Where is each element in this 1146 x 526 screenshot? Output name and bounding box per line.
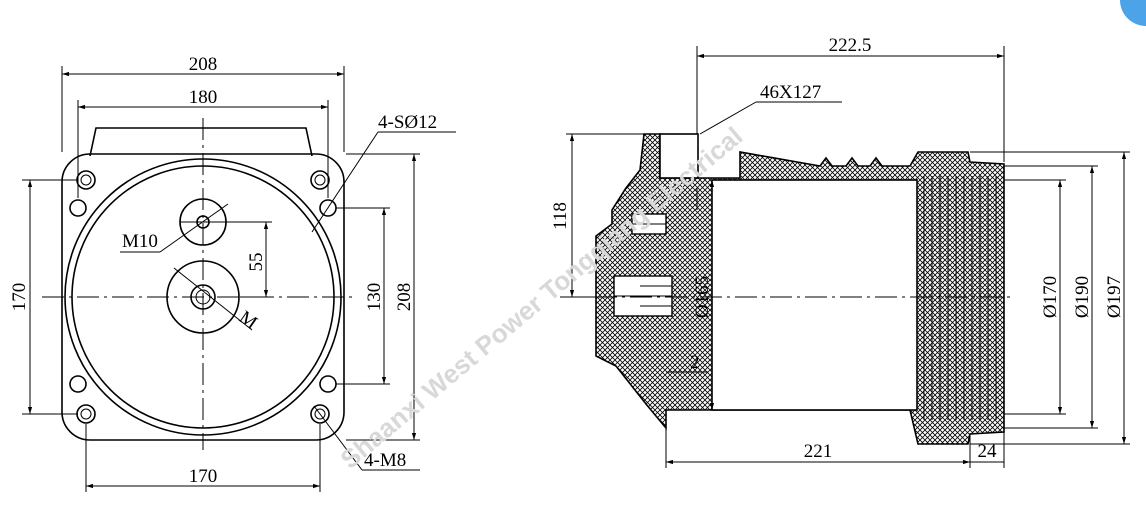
label-small-thread: M10 [122, 231, 158, 252]
front-view: 208 180 170 170 55 130 208 4-SØ12 [9, 54, 456, 492]
corner-badge [1120, 0, 1146, 26]
label-corner-holes: 4-SØ12 [378, 112, 437, 133]
dim-thread-len: 24 [978, 441, 998, 462]
label-gap: 2 [690, 352, 700, 373]
dim-length-top: 222.5 [829, 35, 872, 56]
dim-dia-3: Ø197 [1104, 276, 1125, 318]
dim-height-inner: 130 [364, 283, 385, 312]
dim-offset: 55 [246, 253, 267, 272]
thread-ribs [923, 176, 997, 420]
dim-height-outer: 208 [394, 283, 415, 312]
dim-width-outer: 208 [189, 54, 218, 75]
dim-bottom-width: 170 [189, 466, 218, 487]
top-tab [89, 127, 313, 157]
metal-inserts [613, 213, 673, 317]
dim-height-left: 118 [550, 202, 571, 230]
label-window: 46X127 [760, 82, 821, 103]
inner-cavity [711, 179, 918, 411]
side-view: 222.5 46X127 118 Ø165 2 221 24 Ø170 Ø1 [550, 35, 1130, 468]
dim-left-height: 170 [9, 283, 30, 312]
dim-length-bottom: 221 [804, 441, 833, 462]
corner-holes [69, 170, 337, 424]
dim-width-inner: 180 [189, 87, 218, 108]
label-main-thread: M [235, 307, 261, 334]
dim-dia-1: Ø170 [1040, 276, 1061, 318]
label-corner-threads: 4-M8 [364, 450, 406, 471]
dim-dia-2: Ø190 [1072, 276, 1093, 318]
dim-inner-dia: Ø165 [692, 276, 713, 318]
